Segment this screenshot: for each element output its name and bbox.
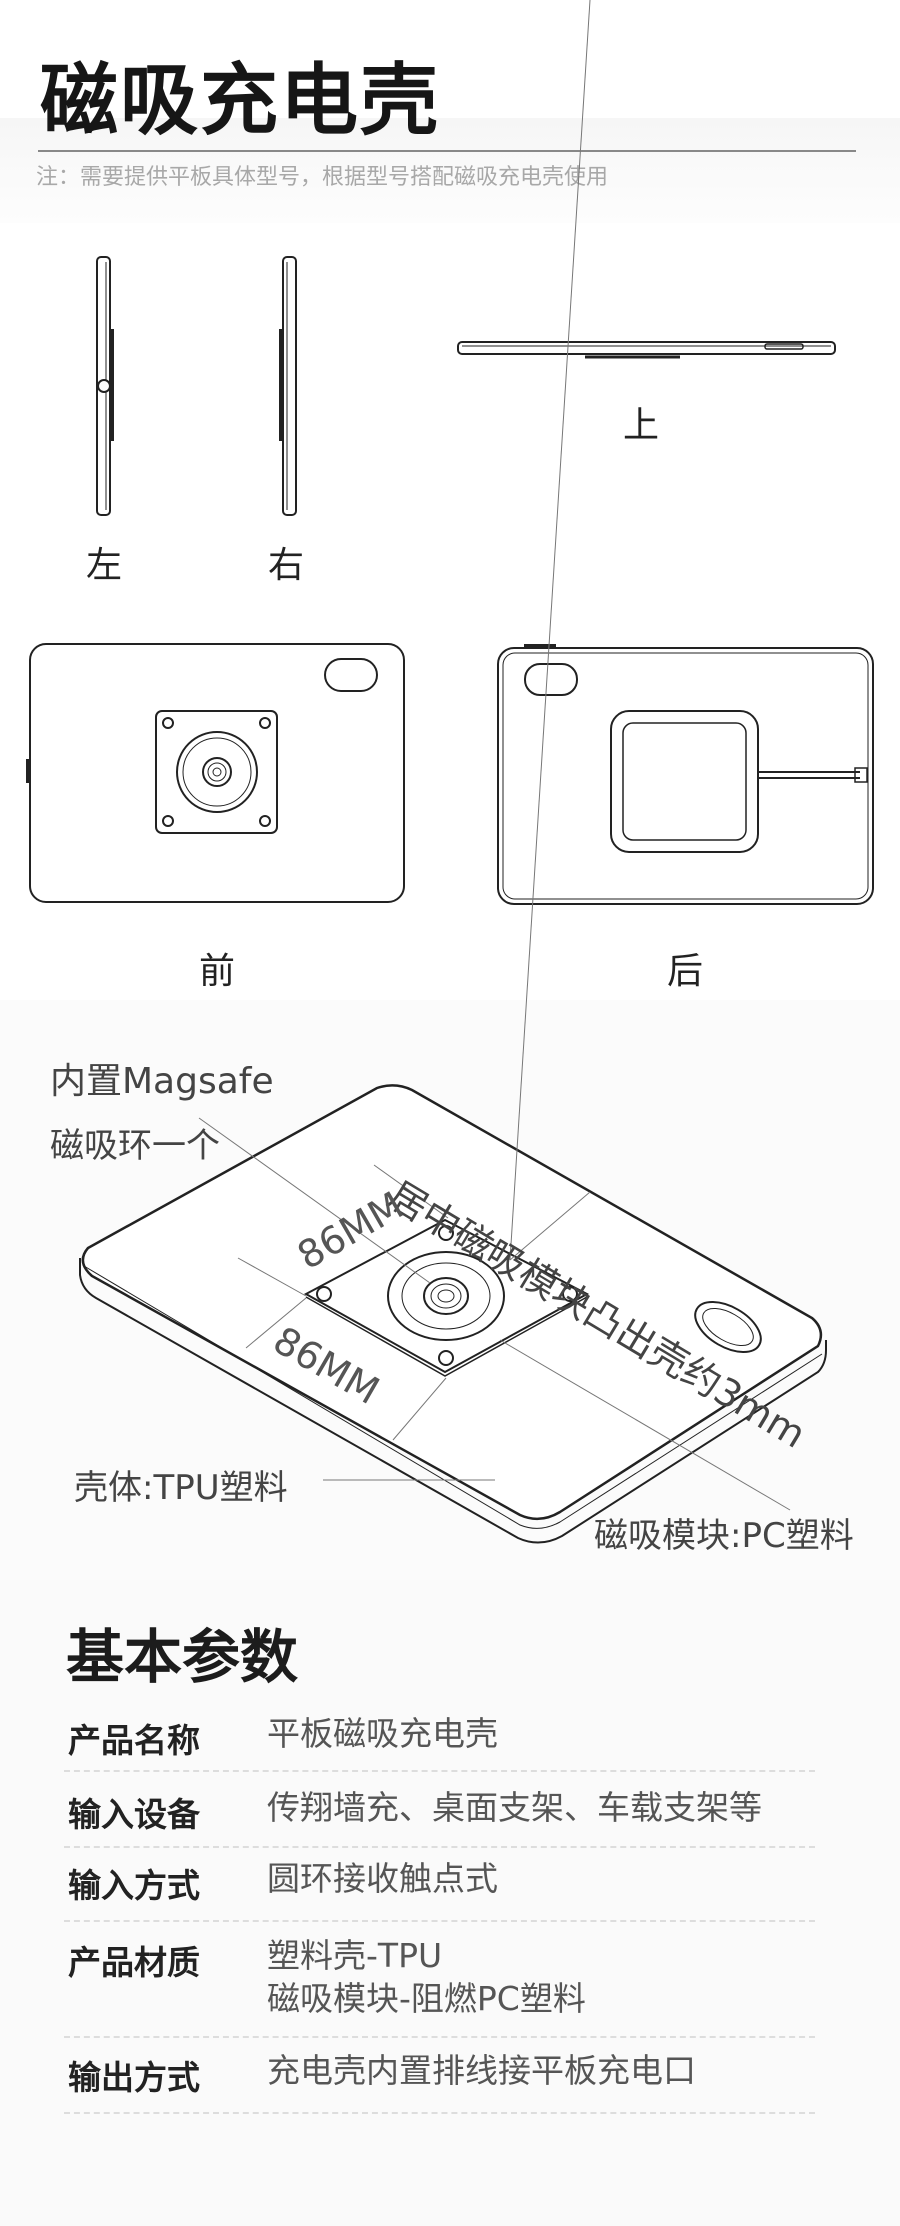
param-value-line2: 磁吸模块-阻燃PC塑料 [267, 1979, 586, 2018]
view-label-right: 右 [268, 545, 305, 586]
row-divider [64, 2036, 815, 2038]
left-side-view-drawing [96, 256, 114, 516]
param-value: 塑料壳-TPU [267, 1936, 443, 1975]
view-label-left: 左 [86, 545, 123, 586]
model-note: 注：需要提供平板具体型号，根据型号搭配磁吸充电壳使用 [36, 165, 609, 190]
technical-drawings [26, 0, 874, 1544]
view-label-back: 后 [667, 951, 704, 992]
param-value: 圆环接收触点式 [267, 1859, 498, 1898]
row-divider [64, 1846, 815, 1848]
page-title: 磁吸充电壳 [40, 56, 441, 146]
param-label: 输入方式 [68, 1866, 200, 1905]
param-label: 输入设备 [68, 1795, 200, 1834]
magsafe-label-line2: 磁吸环一个 [50, 1126, 220, 1166]
view-label-top: 上 [623, 405, 660, 446]
header-band [0, 118, 900, 223]
shell-material-label: 壳体:TPU塑料 [74, 1468, 288, 1508]
row-divider [64, 1920, 815, 1922]
top-view-drawing [457, 341, 836, 359]
front-view-drawing [26, 643, 405, 903]
param-value: 充电壳内置排线接平板充电口 [267, 2051, 696, 2090]
back-view-drawing [497, 644, 874, 905]
view-label-front: 前 [199, 951, 236, 992]
param-label: 输出方式 [68, 2058, 200, 2097]
row-divider [64, 1770, 815, 1772]
title-divider [38, 150, 856, 152]
param-value: 传翔墙充、桌面支架、车载支架等 [267, 1788, 762, 1827]
module-material-label: 磁吸模块:PC塑料 [594, 1516, 854, 1556]
magsafe-label-line1: 内置Magsafe [50, 1061, 274, 1102]
param-label: 产品名称 [68, 1721, 200, 1760]
param-label: 产品材质 [68, 1943, 200, 1982]
isometric-drawing [79, 0, 827, 1544]
params-title: 基本参数 [66, 1623, 299, 1691]
row-divider [64, 2112, 815, 2114]
param-value: 平板磁吸充电壳 [267, 1714, 498, 1753]
params-band [0, 1580, 900, 2226]
right-side-view-drawing [279, 256, 297, 516]
